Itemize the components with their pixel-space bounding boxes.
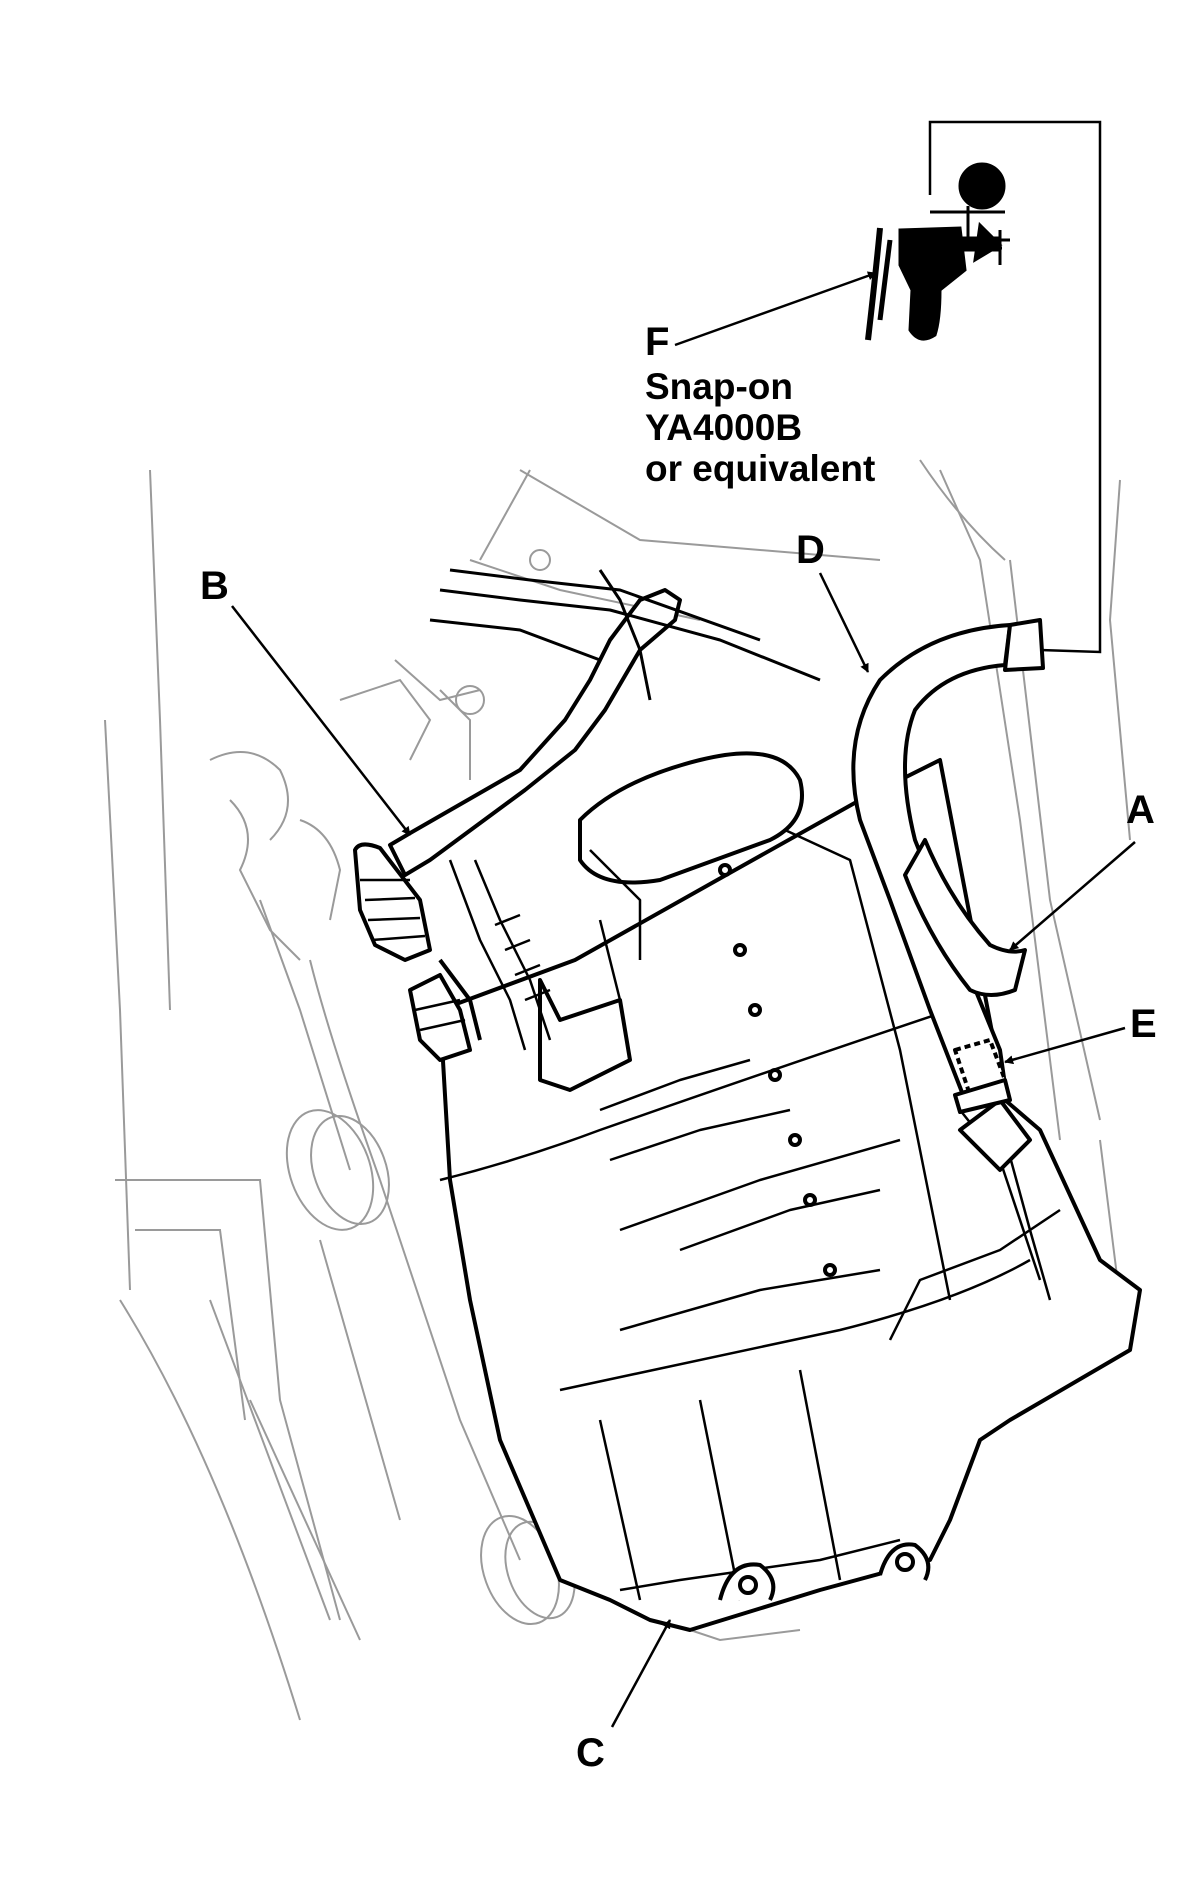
tool-caption-model: YA4000B (645, 407, 803, 448)
callout-e: E (1130, 1002, 1157, 1046)
leader-d (818, 572, 870, 673)
vehicle-background-lines (104, 459, 1131, 1721)
callout-b: B (200, 564, 229, 608)
tool-caption: Snap-on YA4000B or equivalent (645, 366, 875, 489)
tool-caption-brand: Snap-on (645, 366, 793, 407)
callout-f: F (645, 320, 670, 364)
evap-canister (438, 751, 1142, 1632)
leader-e (1004, 1026, 1126, 1065)
leader-f (674, 271, 877, 347)
vacuum-pump-tool-f (865, 162, 1010, 341)
tester-connection-line (928, 120, 1102, 654)
callout-c: C (576, 1731, 605, 1775)
fresh-air-hose-d (851, 618, 1045, 1114)
leader-c (610, 1619, 672, 1728)
leader-b (231, 605, 411, 836)
callout-d: D (796, 528, 825, 572)
callout-a: A (1126, 788, 1155, 832)
leader-lines (231, 271, 1136, 1728)
tool-caption-equivalent: or equivalent (645, 448, 876, 489)
purge-hose-b (353, 568, 821, 1062)
leader-a (1009, 841, 1136, 951)
